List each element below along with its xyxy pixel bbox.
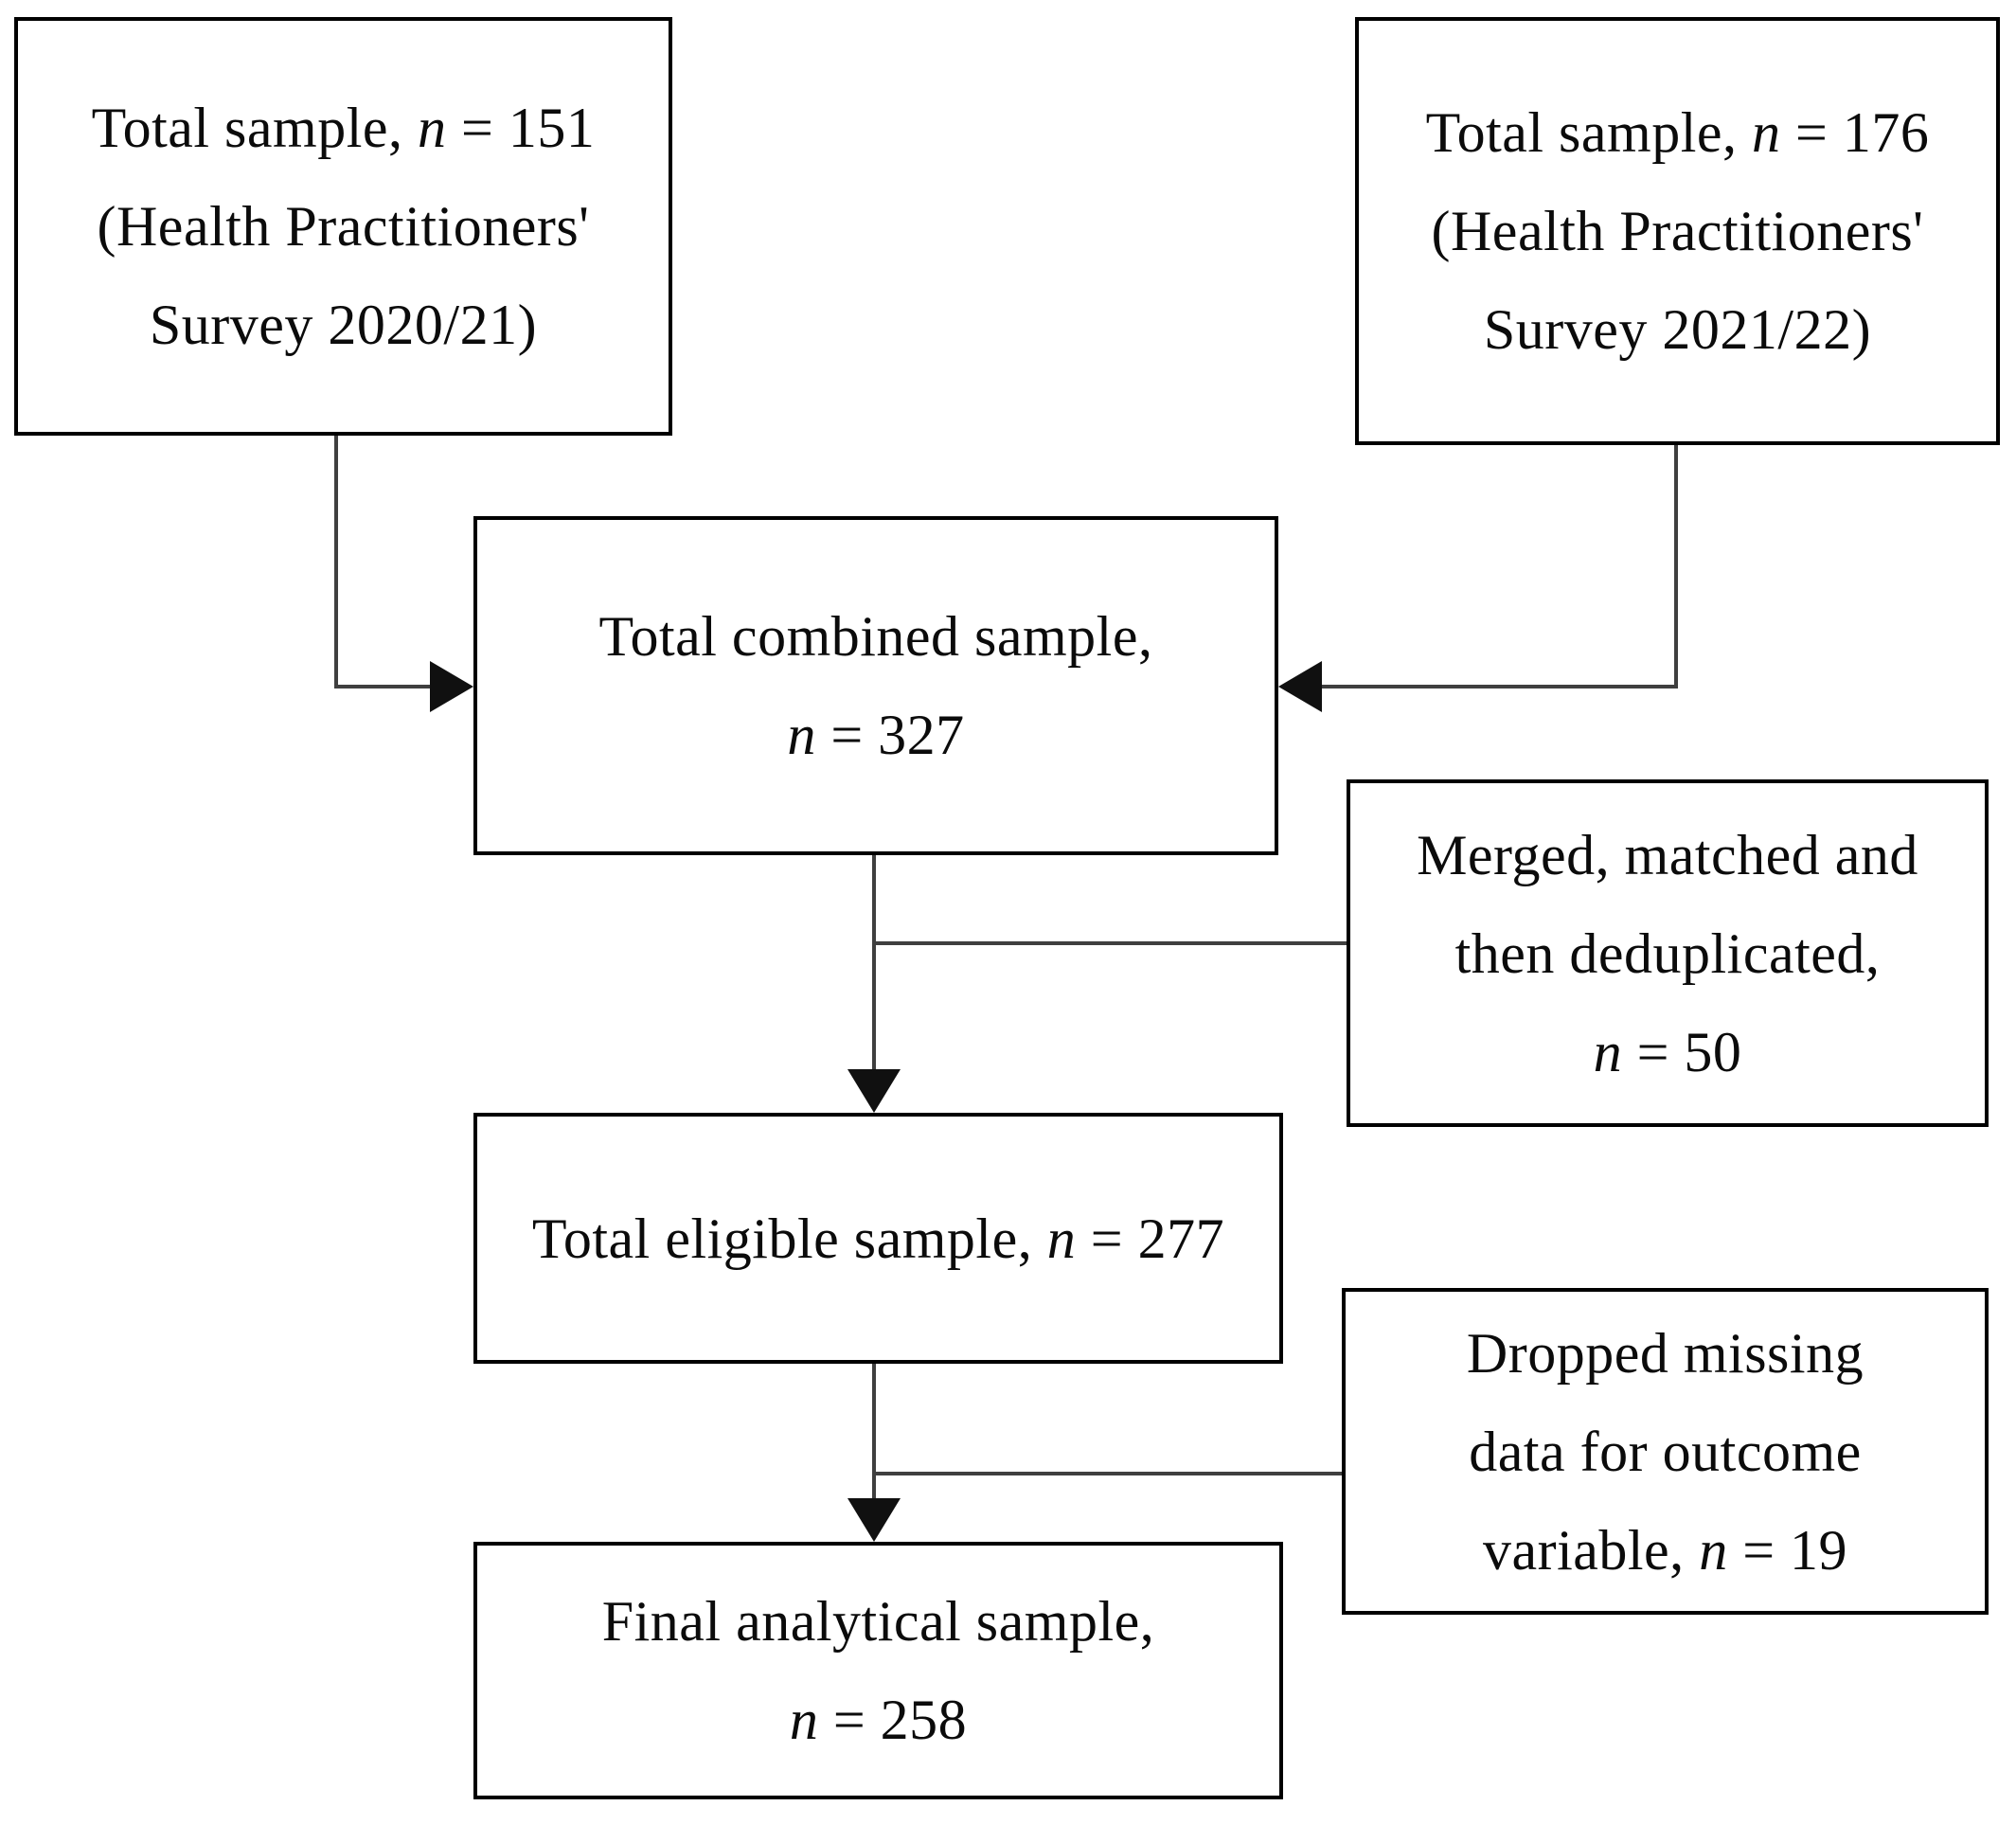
text-line: (Health Practitioners': [97, 195, 590, 258]
n-variable: n: [418, 97, 447, 159]
connector-survey2020-horizontal: [334, 685, 430, 688]
n-variable: n: [1593, 1020, 1623, 1083]
flow-box-final-sample-text: Final analytical sample, n = 258: [602, 1572, 1155, 1769]
text-line: Final analytical sample,: [601, 1590, 1155, 1653]
text-line: Total eligible sample, n = 277: [532, 1189, 1224, 1288]
connector-combined-to-eligible-vertical: [872, 855, 876, 1077]
text-segment: = 50: [1622, 1020, 1742, 1083]
flow-box-eligible-sample: Total eligible sample, n = 277: [473, 1113, 1283, 1364]
text-segment: = 151: [446, 97, 596, 159]
text-line: n = 258: [602, 1671, 1155, 1769]
text-line: data for outcome: [1469, 1420, 1862, 1483]
n-variable: n: [1046, 1207, 1077, 1270]
connector-survey2020-vertical: [334, 436, 338, 688]
text-segment: Total sample,: [1425, 101, 1753, 164]
text-line: Total sample, n = 151: [92, 79, 596, 177]
flow-box-final-sample: Final analytical sample, n = 258: [473, 1542, 1283, 1799]
flow-box-total-sample-2021-text: Total sample, n = 176 (Health Practition…: [1426, 83, 1930, 379]
text-line: (Health Practitioners': [1431, 200, 1924, 262]
flow-box-eligible-sample-text: Total eligible sample, n = 277: [532, 1189, 1224, 1288]
arrowhead-down-into-eligible: [847, 1069, 901, 1113]
text-line: Merged, matched and: [1417, 823, 1918, 886]
connector-survey2021-horizontal: [1322, 685, 1678, 688]
arrowhead-down-into-final: [847, 1498, 901, 1542]
text-line: variable, n = 19: [1467, 1501, 1864, 1600]
text-segment: Total eligible sample,: [531, 1207, 1047, 1270]
connector-survey2021-vertical: [1674, 445, 1678, 688]
flow-box-merged-deduplicated: Merged, matched and then deduplicated, n…: [1347, 779, 1989, 1127]
text-segment: Total sample,: [91, 97, 419, 159]
flow-box-total-sample-2020-text: Total sample, n = 151 (Health Practition…: [92, 79, 596, 374]
text-segment: = 176: [1780, 101, 1930, 164]
text-line: then deduplicated,: [1454, 921, 1881, 985]
text-line: n = 327: [599, 686, 1153, 784]
connector-branch-to-dropped: [872, 1472, 1342, 1475]
flow-box-merged-deduplicated-text: Merged, matched and then deduplicated, n…: [1417, 806, 1918, 1101]
text-line: n = 50: [1417, 1003, 1918, 1101]
connector-branch-to-merged: [872, 941, 1347, 945]
flow-box-dropped-missing: Dropped missing data for outcome variabl…: [1342, 1288, 1989, 1615]
arrowhead-right-into-combined: [430, 661, 473, 712]
text-segment: = 19: [1727, 1518, 1848, 1582]
text-segment: = 277: [1076, 1207, 1225, 1270]
text-segment: variable,: [1482, 1518, 1700, 1582]
n-variable: n: [1699, 1518, 1728, 1582]
text-line: Survey 2020/21): [149, 294, 538, 356]
arrowhead-left-into-combined: [1278, 661, 1322, 712]
text-line: Total sample, n = 176: [1426, 83, 1930, 182]
flow-box-total-sample-2020: Total sample, n = 151 (Health Practition…: [14, 17, 672, 436]
text-line: Total combined sample,: [598, 605, 1153, 668]
n-variable: n: [789, 1689, 819, 1751]
text-segment: = 258: [818, 1689, 968, 1751]
n-variable: n: [1752, 101, 1781, 164]
flow-box-dropped-missing-text: Dropped missing data for outcome variabl…: [1467, 1304, 1864, 1600]
connector-eligible-to-final-vertical: [872, 1364, 876, 1500]
flow-box-combined-sample: Total combined sample, n = 327: [473, 516, 1278, 855]
text-segment: = 327: [815, 704, 965, 766]
text-line: Dropped missing: [1466, 1321, 1864, 1385]
n-variable: n: [787, 704, 816, 766]
text-line: Survey 2021/22): [1483, 298, 1872, 361]
flow-box-combined-sample-text: Total combined sample, n = 327: [599, 587, 1153, 784]
flow-box-total-sample-2021: Total sample, n = 176 (Health Practition…: [1355, 17, 2000, 445]
